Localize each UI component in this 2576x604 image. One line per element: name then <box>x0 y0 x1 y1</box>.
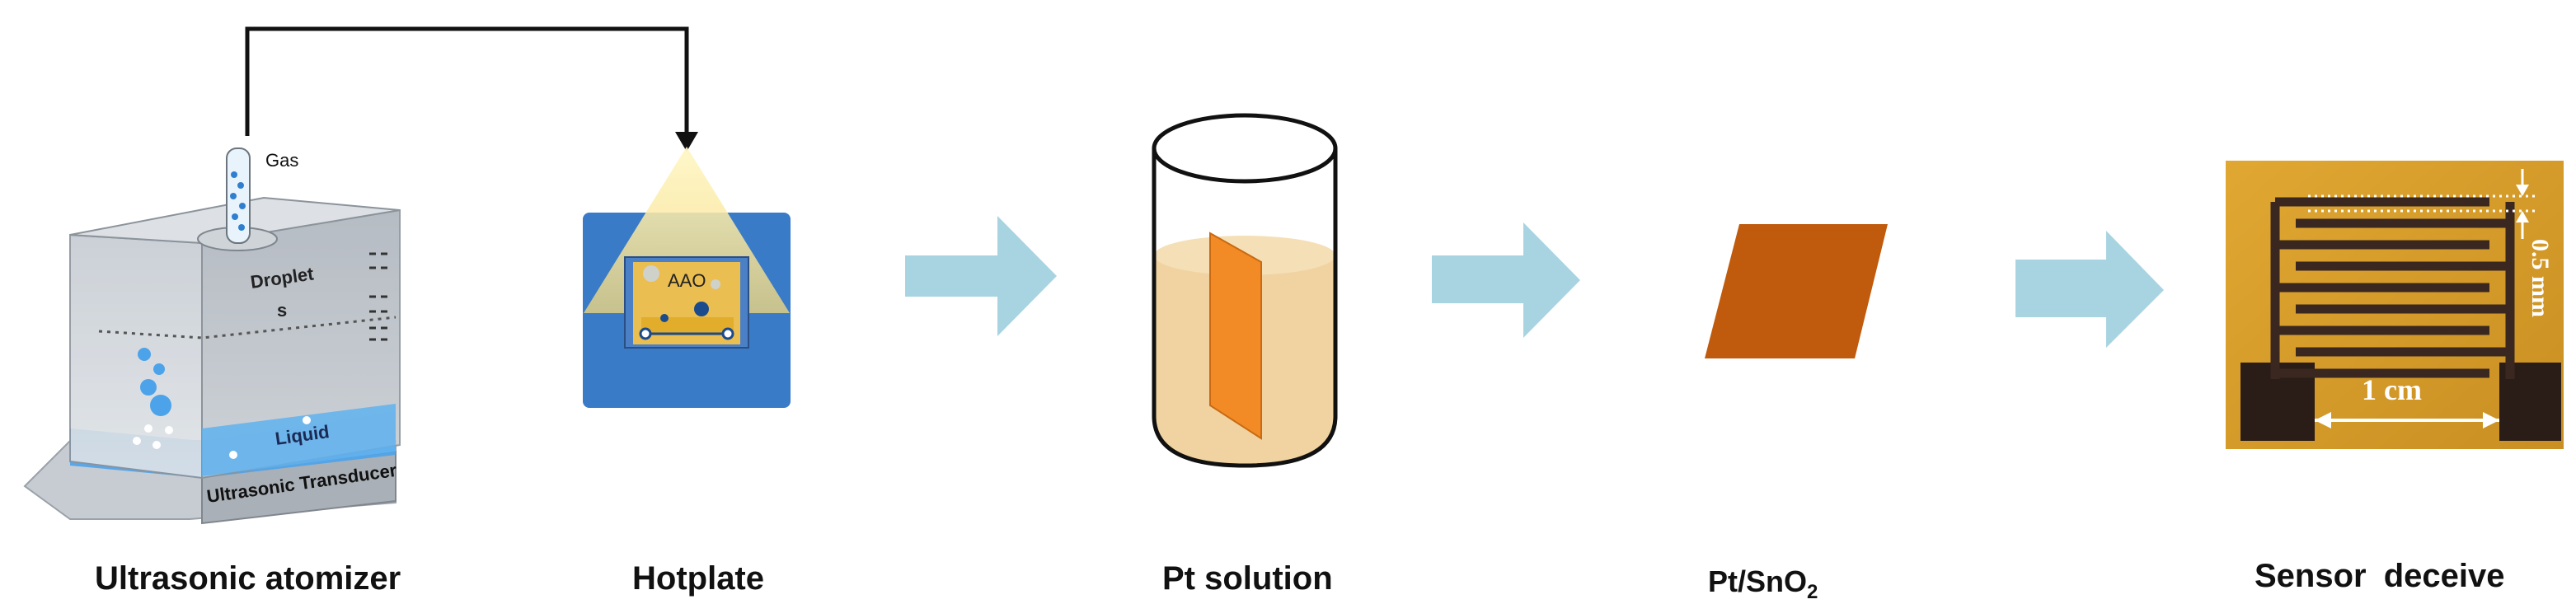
pt-solution-beaker-illustration <box>1152 113 1338 468</box>
caption-pt-sno2-sub: 2 <box>1807 581 1818 603</box>
pt-substrate <box>1209 232 1262 440</box>
sensor-device-photo: 1 cm 0.5 mm <box>2226 161 2564 449</box>
flow-arrow-1 <box>905 216 1057 336</box>
caption-sensor-device: Sensor deceive <box>2255 558 2505 594</box>
gas-label: Gas <box>265 150 298 171</box>
width-arrow-left <box>2315 412 2331 428</box>
gap-arrow-bottom <box>2516 211 2529 222</box>
gas-tube-icon <box>226 147 251 244</box>
gap-arrow-top <box>2516 185 2529 196</box>
caption-pt-sno2-main: Pt/SnO <box>1708 564 1807 598</box>
droplets-label-suffix: s <box>277 300 287 321</box>
interdigitated-electrodes <box>2270 197 2515 379</box>
caption-hotplate: Hotplate <box>632 560 764 597</box>
caption-pt-solution: Pt solution <box>1162 560 1333 597</box>
width-label: 1 cm <box>2362 373 2422 406</box>
flow-arrow-2 <box>1432 222 1580 338</box>
caption-ultrasonic-atomizer: Ultrasonic atomizer <box>95 560 401 597</box>
hotplate-illustration: AAO <box>583 147 791 408</box>
caption-pt-sno2: Pt/SnO2 <box>1708 564 1818 603</box>
ultrasonic-atomizer-illustration: Gas Droplet s Liquid Ultrasonic Transduc… <box>23 147 401 525</box>
electrode-fingers <box>2270 197 2515 379</box>
feed-line-arrow <box>245 26 698 152</box>
gap-label: 0.5 mm <box>2527 239 2554 317</box>
pt-sno2-sheet <box>1705 224 1888 358</box>
flow-arrow-3 <box>2015 231 2164 348</box>
width-arrow-right <box>2483 412 2499 428</box>
aao-label: AAO <box>668 270 706 291</box>
